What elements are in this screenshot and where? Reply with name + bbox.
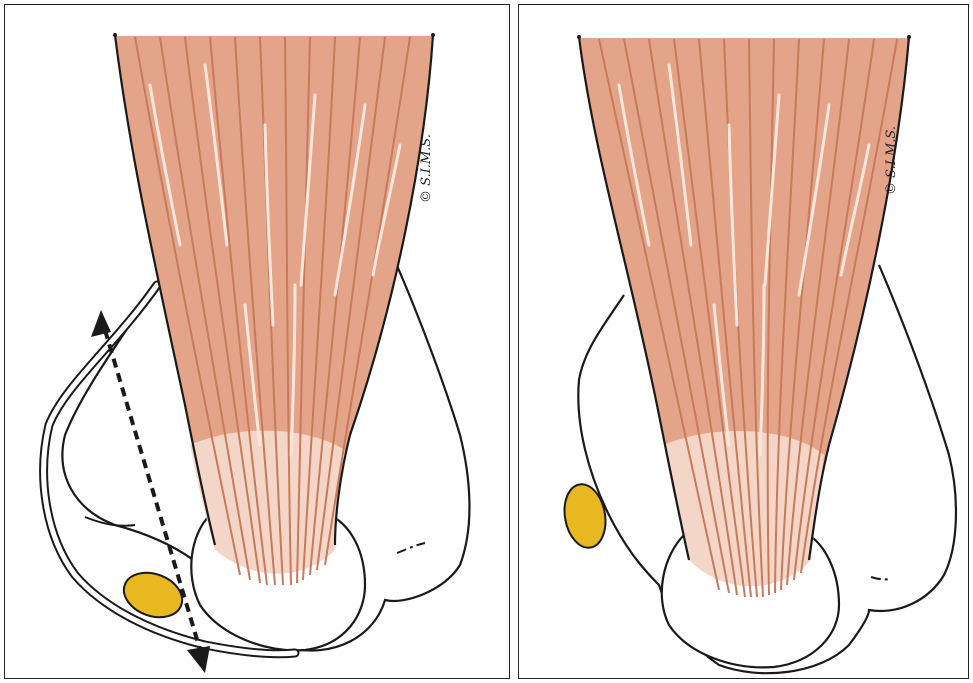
left-anatomy-svg — [5, 5, 510, 679]
right-anatomy-svg — [519, 5, 969, 679]
muscle-top-right-mark — [431, 33, 435, 37]
copyright-label: © S.I.M.S. — [884, 126, 899, 195]
muscle-top-left-mark — [113, 33, 117, 37]
arrow-down-icon — [187, 646, 210, 673]
muscle-top-right-mark — [907, 35, 911, 39]
muscle-top-left-mark — [577, 35, 581, 39]
right-illustration-panel: © S.I.M.S. — [518, 4, 969, 679]
left-illustration-panel: © S.I.M.S. — [4, 4, 510, 679]
arrow-up-icon — [91, 310, 111, 337]
copyright-label: © S.I.M.S. — [419, 134, 434, 203]
